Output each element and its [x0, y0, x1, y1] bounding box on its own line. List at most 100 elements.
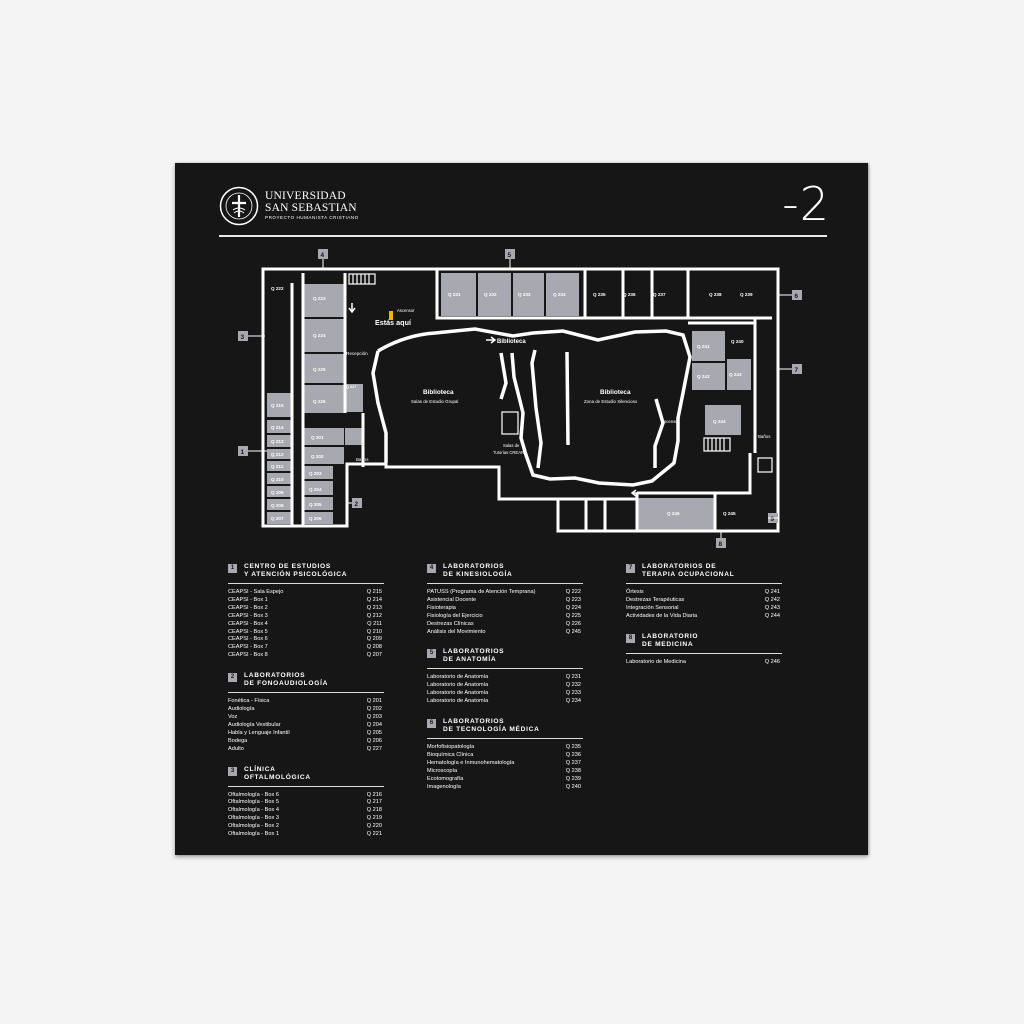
- room-q204: Q 204: [309, 487, 322, 492]
- room-code: Q 209: [366, 636, 382, 643]
- room-q244: Q 244: [713, 419, 726, 424]
- room-q237: Q 237: [653, 292, 666, 297]
- room-code: Q 203: [366, 713, 382, 720]
- room-name: Laboratorio de Anatomía: [427, 690, 489, 697]
- room-code: Q 246: [764, 658, 780, 665]
- directory-row: Laboratorio de Medicina Q 246: [626, 659, 782, 667]
- room-code: Q 235: [565, 744, 581, 751]
- room-q246: Q 246: [667, 511, 680, 516]
- room-code: Q 211: [367, 620, 382, 627]
- directory-row: Audiología Q 202: [228, 706, 384, 714]
- room-code: Q 236: [565, 751, 581, 758]
- room-code: Q 215: [366, 589, 382, 595]
- room-name: Oftalmología - Box 1: [228, 831, 279, 838]
- room-name: Microscopía: [427, 767, 458, 774]
- room-q234: Q 234: [553, 292, 566, 297]
- room-name: Destrezas Terapéuticas: [626, 596, 685, 603]
- room-code: Q 208: [366, 644, 382, 651]
- room-q232: Q 232: [484, 292, 497, 297]
- room-code: Q 218: [366, 807, 382, 814]
- reception-label: Recepción: [346, 351, 368, 356]
- map-labels: Estás aquí Biblioteca Biblioteca Salas d…: [346, 308, 771, 462]
- room-code: Q 212: [366, 612, 382, 619]
- room-code: Q 242: [764, 596, 780, 603]
- room-code: Q 245: [565, 628, 581, 635]
- section-number-badge: 1: [228, 564, 237, 573]
- directory-row: CEAPSI - Box 4 Q 211: [228, 621, 384, 629]
- room-q224: Q 224: [313, 333, 326, 338]
- room-name: Laboratorio de Medicina: [626, 658, 687, 665]
- room-code: Q 202: [366, 706, 382, 713]
- section-title: LABORATORIO DE MEDICINA: [642, 632, 699, 648]
- room-name: Integración Sensorial: [626, 604, 679, 611]
- room-code: Q 238: [565, 767, 581, 774]
- room-name: Imagenología: [427, 783, 461, 790]
- room-code: Q 221: [366, 831, 382, 838]
- marker-6: 6: [795, 293, 799, 300]
- room-name: Audiología: [228, 706, 255, 713]
- room-name: CEAPSI - Box 7: [228, 644, 268, 651]
- room-code: Q 232: [565, 682, 581, 689]
- room-codes: Q 222 Q 223 Q 224 Q 225 Q 226 Q 227 Q 21…: [271, 286, 753, 521]
- room-q245: Q 245: [723, 511, 736, 516]
- room-code: Q 214: [366, 596, 382, 603]
- room-q235: Q 235: [593, 292, 606, 297]
- room-name: Bodega: [228, 737, 248, 744]
- room-code: Q 243: [764, 604, 780, 611]
- marker-3: 3: [241, 334, 245, 341]
- tutoring-label-line1: Salas de: [503, 443, 520, 448]
- room-name: CEAPSI - Box 2: [228, 604, 268, 611]
- marker-4: 4: [321, 252, 325, 259]
- university-tagline: PROYECTO HUMANISTA CRISTIANO: [265, 215, 359, 221]
- room-q207: Q 207: [271, 516, 284, 521]
- room-code: Q 225: [565, 612, 581, 619]
- room-name: Oftalmología - Box 6: [228, 791, 279, 798]
- room-name: Adulto: [228, 745, 244, 752]
- room-q212: Q 212: [271, 452, 284, 457]
- library-left-sublabel: Salas de Estudio Grupal: [411, 399, 458, 404]
- room-name: Oftalmología - Box 3: [228, 815, 279, 822]
- room-q206: Q 206: [309, 516, 322, 521]
- elevator-label-top: Ascensor: [397, 308, 415, 313]
- room-code: Q 206: [366, 737, 382, 744]
- marker-8: 8: [719, 541, 723, 548]
- room-name: Hematología e Inmunohematología: [427, 759, 515, 766]
- room-code: Q 244: [764, 612, 780, 619]
- room-q222: Q 222: [271, 286, 284, 291]
- room-code: Q 205: [366, 729, 382, 736]
- directory-row: Microscopía Q 238: [427, 768, 583, 776]
- section-number-badge: 6: [427, 719, 436, 729]
- library-left-label: Biblioteca: [423, 389, 454, 396]
- room-name: CEAPSI - Box 4: [228, 620, 268, 627]
- marker-2: 2: [355, 501, 359, 508]
- room-code: Q 234: [565, 698, 581, 705]
- room-code: Q 204: [366, 721, 382, 728]
- marker-7: 7: [795, 367, 799, 374]
- floor-plan-walls: [261, 267, 780, 533]
- room-code: Q 241: [764, 589, 780, 595]
- library-right-sublabel: Zona de Estudio Silencioso: [584, 399, 638, 404]
